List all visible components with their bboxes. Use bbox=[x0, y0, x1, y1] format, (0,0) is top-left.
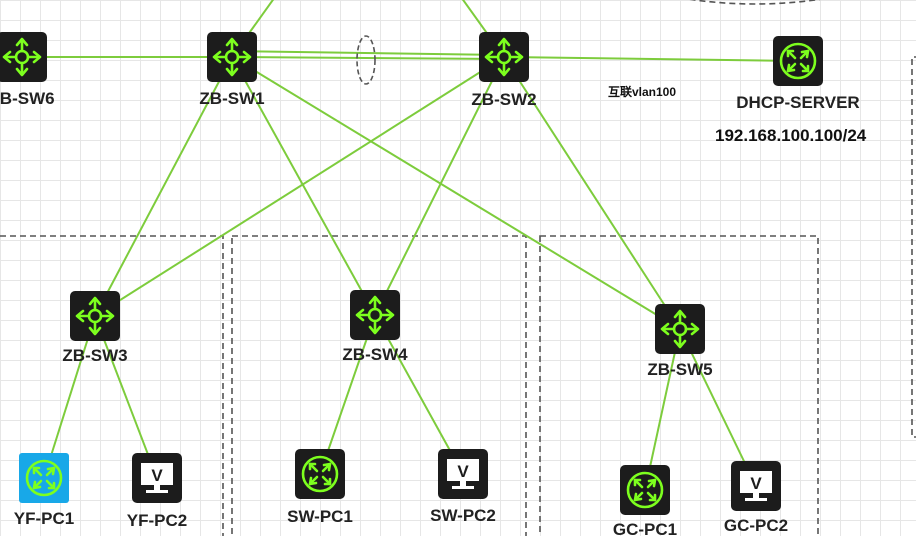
device-label-dhcp-server: DHCP-SERVER bbox=[736, 93, 859, 112]
device-zb-sw5[interactable] bbox=[653, 302, 707, 356]
links bbox=[22, 0, 799, 491]
device-zb-sw1[interactable] bbox=[205, 30, 259, 84]
interconnect-vlan-note: 互联vlan100 bbox=[608, 85, 676, 99]
device-label-yf-pc1: YF-PC1 bbox=[14, 509, 74, 528]
link-sw1-sw2-a bbox=[231, 50, 505, 56]
link-sw3-yfpc1 bbox=[43, 315, 96, 479]
link-sw5-gcpc1 bbox=[644, 328, 681, 491]
l3-switch-icon bbox=[477, 30, 531, 84]
link-sw2-sw4 bbox=[374, 56, 505, 316]
device-label-gc-pc2: GC-PC2 bbox=[724, 516, 788, 535]
l3-switch-icon bbox=[348, 288, 402, 342]
l3-switch-icon bbox=[68, 289, 122, 343]
link-sw5-gcpc2 bbox=[679, 328, 757, 487]
link-sw1-sw2-b bbox=[231, 56, 505, 60]
device-gc-pc2[interactable] bbox=[731, 461, 781, 511]
device-label-sw-pc1: SW-PC1 bbox=[287, 507, 353, 526]
device-label-zb-sw3: ZB-SW3 bbox=[62, 346, 127, 365]
device-zb-sw4[interactable] bbox=[348, 288, 402, 342]
device-label-yf-pc2: YF-PC2 bbox=[127, 511, 187, 530]
link-sw4-swpc2 bbox=[374, 314, 464, 475]
link-sw2-sw5 bbox=[503, 56, 681, 330]
l3-switch-icon bbox=[653, 302, 707, 356]
device-sw-pc1[interactable] bbox=[295, 449, 345, 499]
link-sw4-swpc1 bbox=[319, 314, 376, 475]
link-sw1-sw3 bbox=[94, 56, 233, 317]
zone-yf bbox=[0, 235, 224, 536]
device-zb-sw3[interactable] bbox=[68, 289, 122, 343]
link-sw2-dhcp bbox=[503, 56, 799, 62]
device-label-zb-sw2: ZB-SW2 bbox=[471, 90, 536, 109]
zone-gc bbox=[539, 235, 819, 536]
l3-switch-icon bbox=[205, 30, 259, 84]
device-yf-pc1[interactable] bbox=[19, 453, 69, 503]
device-label-zb-sw4: ZB-SW4 bbox=[342, 345, 408, 364]
link-sw2-sw3 bbox=[94, 56, 505, 317]
zone-server bbox=[911, 56, 916, 438]
device-label-zb-sw5: ZB-SW5 bbox=[647, 360, 712, 379]
device-zb-sw6[interactable] bbox=[0, 30, 49, 84]
vpcs-icon bbox=[132, 453, 182, 503]
device-zb-sw2[interactable] bbox=[477, 30, 531, 84]
device-yf-pc2[interactable] bbox=[132, 453, 182, 503]
link-sw1-sw4 bbox=[231, 56, 376, 316]
device-dhcp-server[interactable] bbox=[773, 36, 823, 86]
l3-switch-icon bbox=[0, 30, 49, 84]
dhcp-ip-note: 192.168.100.100/24 bbox=[715, 126, 867, 145]
zone-sw bbox=[231, 235, 527, 536]
zone-core-arc bbox=[689, 0, 821, 5]
device-label-sw-pc2: SW-PC2 bbox=[430, 506, 496, 525]
device-sw-pc2[interactable] bbox=[438, 449, 488, 499]
link-aggregation-ellipse bbox=[356, 35, 376, 85]
device-gc-pc1[interactable] bbox=[620, 465, 670, 515]
device-label-zb-sw6: ZB-SW6 bbox=[0, 89, 55, 108]
device-label-gc-pc1: GC-PC1 bbox=[613, 520, 677, 536]
device-label-zb-sw1: ZB-SW1 bbox=[199, 89, 264, 108]
link-sw1-sw5 bbox=[231, 56, 681, 330]
link-sw3-yfpc2 bbox=[94, 315, 158, 479]
vpcs-icon bbox=[731, 461, 781, 511]
vpcs-icon bbox=[438, 449, 488, 499]
